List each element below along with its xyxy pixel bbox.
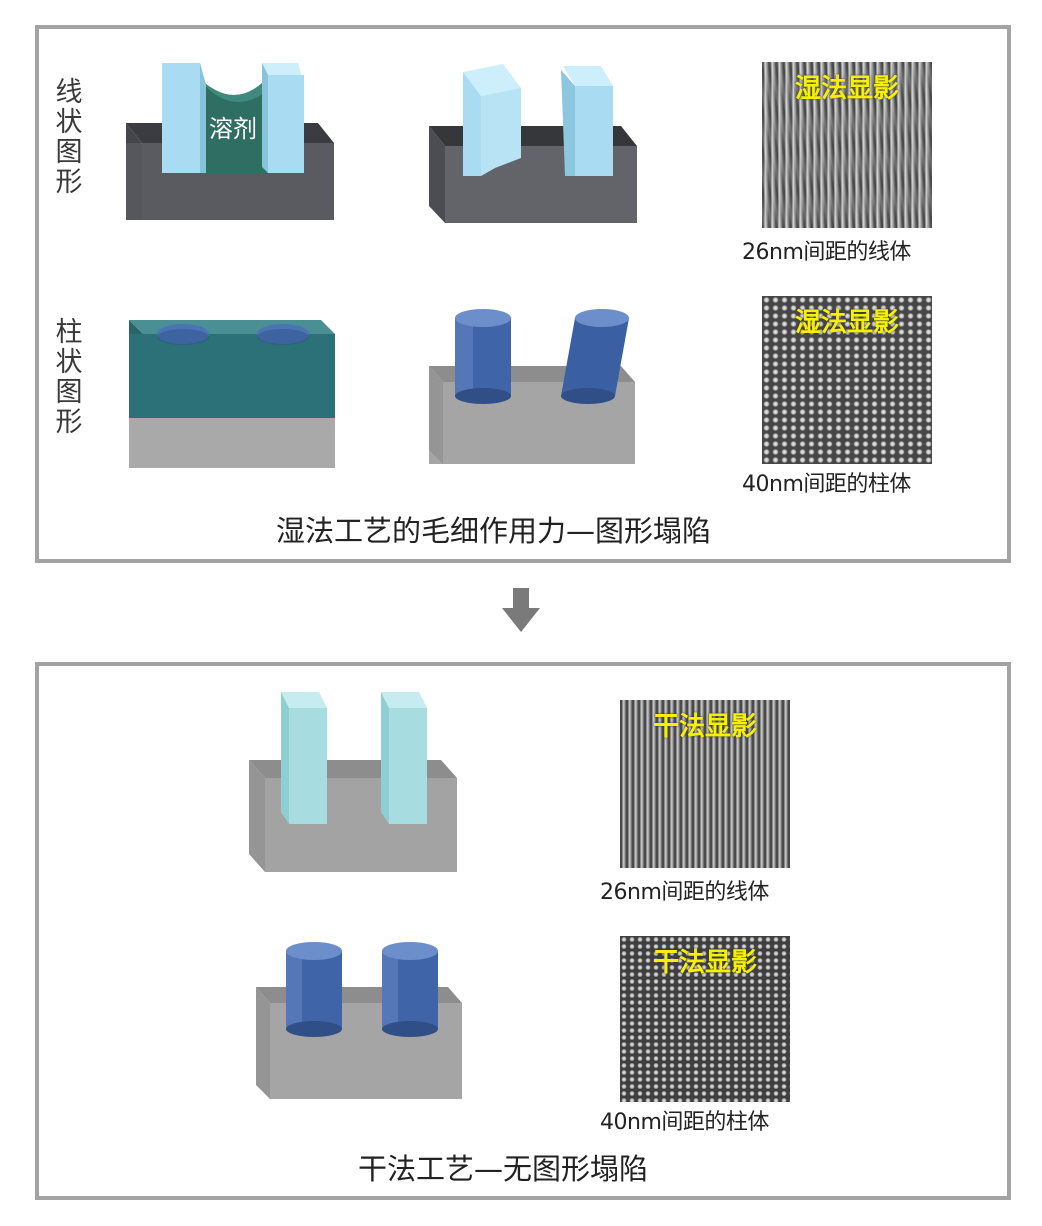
sem-title-wet-lines: 湿法显影 bbox=[794, 74, 899, 104]
sem-caption-wet-pillars: 40nm间距的柱体 bbox=[742, 472, 911, 497]
wet-pillar-pattern-collapsed bbox=[429, 309, 635, 464]
row-label-pillars: 柱状图形 bbox=[55, 317, 83, 438]
sem-image-dry-lines: 干法显影 bbox=[620, 700, 790, 868]
wet-line-pattern-collapsed bbox=[429, 64, 637, 223]
wet-panel-caption: 湿法工艺的毛细作用力—图形塌陷 bbox=[276, 514, 712, 548]
sem-title-dry-lines: 干法显影 bbox=[652, 712, 757, 742]
sem-caption-dry-pillars: 40nm间距的柱体 bbox=[600, 1110, 769, 1135]
dry-line-pattern-standing bbox=[249, 692, 457, 872]
dry-pillar-pattern-standing bbox=[256, 942, 462, 1099]
sem-image-wet-pillars: 湿法显影 bbox=[762, 296, 932, 464]
sem-image-dry-pillars: 干法显影 bbox=[620, 936, 790, 1102]
dry-process-panel bbox=[35, 662, 1011, 1200]
sem-caption-dry-lines: 26nm间距的线体 bbox=[600, 880, 769, 905]
sem-caption-wet-lines: 26nm间距的线体 bbox=[742, 240, 911, 265]
wet-line-pattern-with-solvent: 溶剂 bbox=[126, 63, 334, 220]
sem-title-dry-pillars: 干法显影 bbox=[652, 948, 757, 978]
sem-title-wet-pillars: 湿法显影 bbox=[794, 308, 899, 338]
dry-panel-caption: 干法工艺—无图形塌陷 bbox=[358, 1152, 649, 1186]
down-arrow-icon bbox=[502, 588, 540, 632]
sem-image-wet-lines: 湿法显影 bbox=[762, 62, 932, 228]
row-label-lines: 线状图形 bbox=[55, 77, 83, 198]
solvent-label: 溶剂 bbox=[209, 115, 257, 143]
wet-pillar-pattern-in-solvent bbox=[129, 320, 335, 468]
